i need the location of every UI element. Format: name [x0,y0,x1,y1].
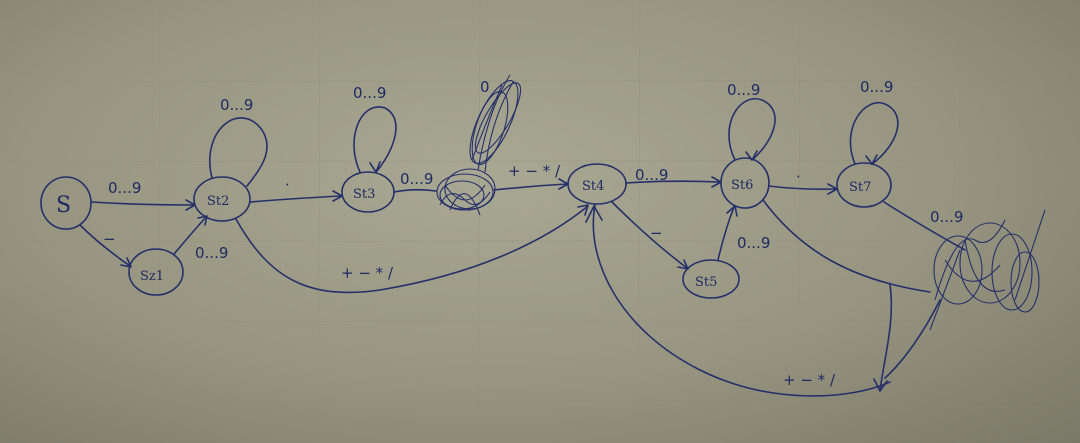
loop-st6 [728,98,776,161]
label-st1-st2: 0...9 [195,244,228,262]
edge-st7-final [883,201,966,251]
state-st5-label: St5 [695,275,717,290]
edge-st4-back [585,204,891,397]
label-st6-loop: 0...9 [727,81,760,99]
loop-st3 [353,106,397,173]
state-st4: St4 [567,163,627,205]
scribbled-state [436,168,496,216]
state-st6-label: St6 [731,178,753,193]
label-start-st1: − [103,230,116,248]
edge-start-st2 [90,199,196,211]
edge-start-st1 [79,224,132,268]
scribbled-final-states [929,209,1046,331]
edge-st5-st6 [717,205,738,261]
loop-st7 [849,101,899,165]
state-start: S [40,176,92,230]
edge-st1-st2 [173,215,208,255]
edge-st3-scribble [393,188,437,193]
state-st3: St3 [341,171,395,213]
state-st2: St2 [193,176,251,222]
loop-st2 [209,117,268,187]
label-scribble-st4: + − * / [508,162,561,180]
state-start-label: S [56,193,71,218]
state-st4-label: St4 [582,179,604,194]
label-st3-scribble: 0...9 [400,170,433,188]
state-st1-label: Sz1 [140,269,164,284]
edge-st2-st3 [249,190,343,203]
scribbled-loop [469,74,522,173]
edge-scribble-st4 [493,178,569,191]
state-st7-label: St7 [849,180,871,195]
edge-st6-st7 [768,183,838,195]
label-st7-final: 0...9 [930,208,963,226]
label-st2-loop: 0...9 [220,96,253,114]
label-st4-st5: − [650,224,663,242]
state-st7: St7 [836,162,892,208]
label-start-st2: 0...9 [108,179,141,197]
edge-final-down [873,284,941,392]
label-scribble-loop: 0 [480,78,490,96]
state-st2-label: St2 [207,194,229,209]
state-st5: St5 [682,259,740,299]
edge-st2-st4 [235,204,589,294]
label-st2-st4: + − * / [341,264,394,282]
edge-st4-st6 [625,176,722,188]
label-st7-loop: 0...9 [860,78,893,96]
label-st4-st6: 0...9 [635,166,668,184]
state-st3-label: St3 [353,187,375,202]
edge-st6-final [762,199,931,293]
label-back-edge: + − * / [783,371,836,389]
label-st3-loop: 0...9 [353,84,386,102]
label-st2-st3: · [285,176,290,194]
label-st6-st7: · [796,168,801,186]
edge-st4-st5 [611,201,689,270]
state-st6: St6 [720,157,770,209]
state-st1: Sz1 [128,248,184,296]
label-st5-st6: 0...9 [737,234,770,252]
